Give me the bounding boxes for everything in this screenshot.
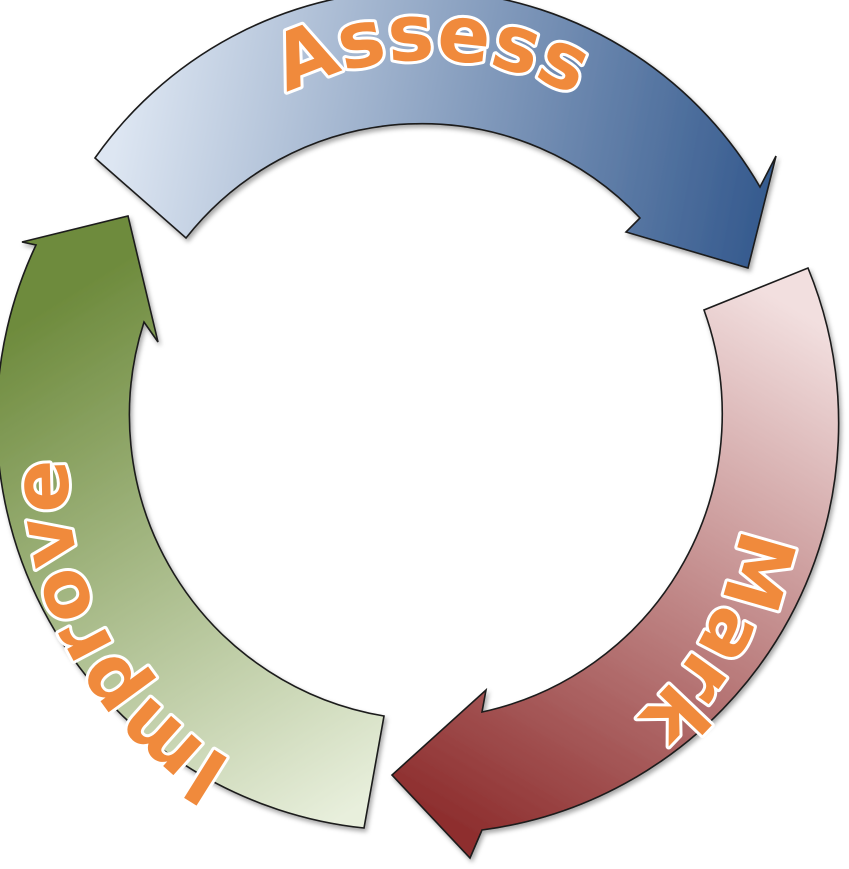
improve-arrow — [0, 215, 385, 829]
mark-arrow — [390, 266, 840, 860]
assess-arrow — [93, 0, 777, 270]
